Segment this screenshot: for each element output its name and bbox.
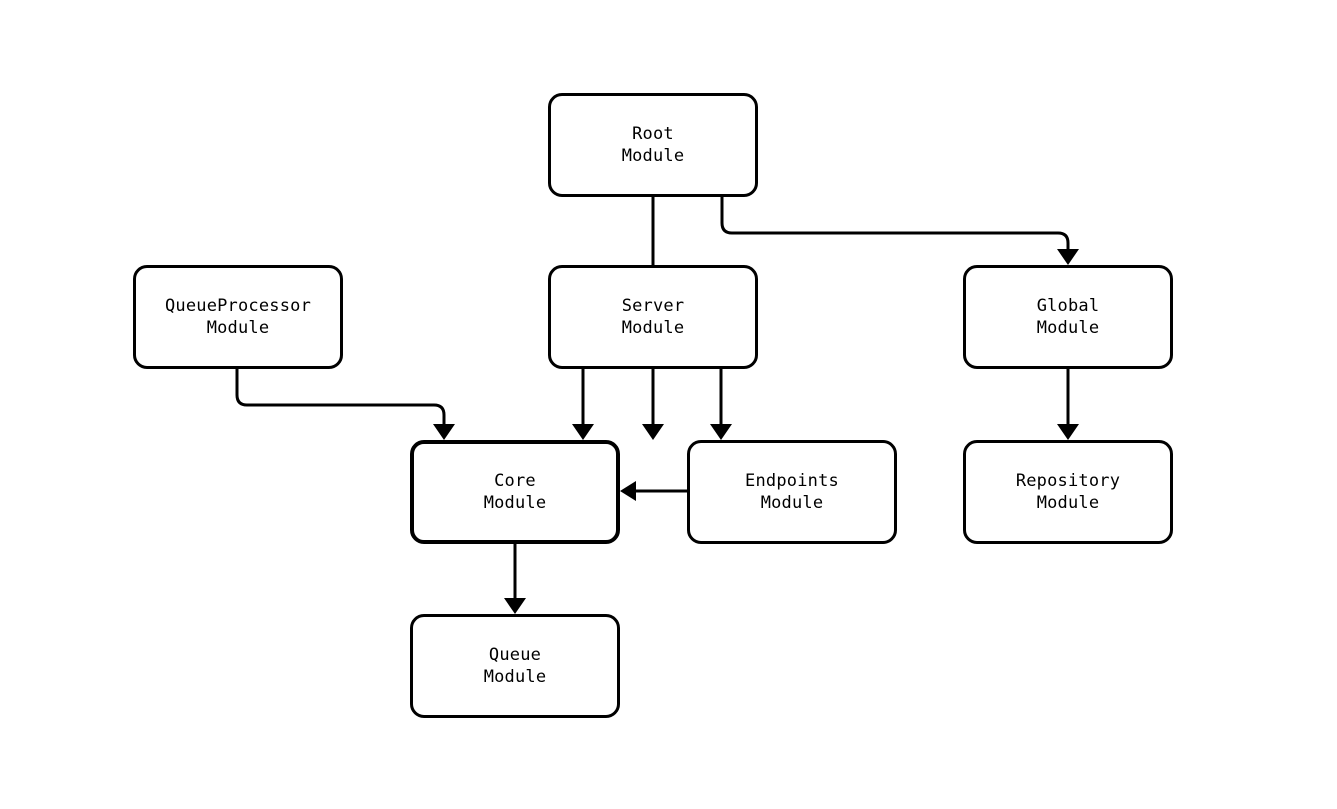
node-repository-subtitle: Module [1036,493,1100,513]
node-root-title: Root [632,124,674,144]
node-endpoints-title: Endpoints [745,471,839,491]
node-core-subtitle: Module [483,493,547,513]
arrowhead-server-to-endpoints [710,424,732,440]
node-global-subtitle: Module [1036,318,1100,338]
arrowhead-core-to-queue [504,598,526,614]
node-repository-title: Repository [1015,471,1121,491]
node-server-subtitle: Module [621,318,685,338]
node-server-title: Server [621,296,685,316]
edge-queueprocessor-to-core [235,369,446,430]
node-queue-title: Queue [488,645,542,665]
arrowhead-queueprocessor-to-core [433,424,455,440]
node-endpoints-subtitle: Module [760,493,824,513]
node-queue-subtitle: Module [483,667,547,687]
arrowhead-global-to-repository [1057,424,1079,440]
node-core-title: Core [494,471,536,491]
arrowhead-server-to-core [572,424,594,440]
arrowhead-root-to-global [1057,249,1079,265]
arrowhead-endpoints-to-core [620,481,636,501]
node-root-subtitle: Module [621,146,685,166]
node-global-title: Global [1036,296,1100,316]
arrowhead-root-to-server [642,424,664,440]
edge-root-to-global [720,197,1070,255]
node-queueprocessor-subtitle: Module [206,318,270,338]
node-queueprocessor-title: QueueProcessor [164,296,312,316]
